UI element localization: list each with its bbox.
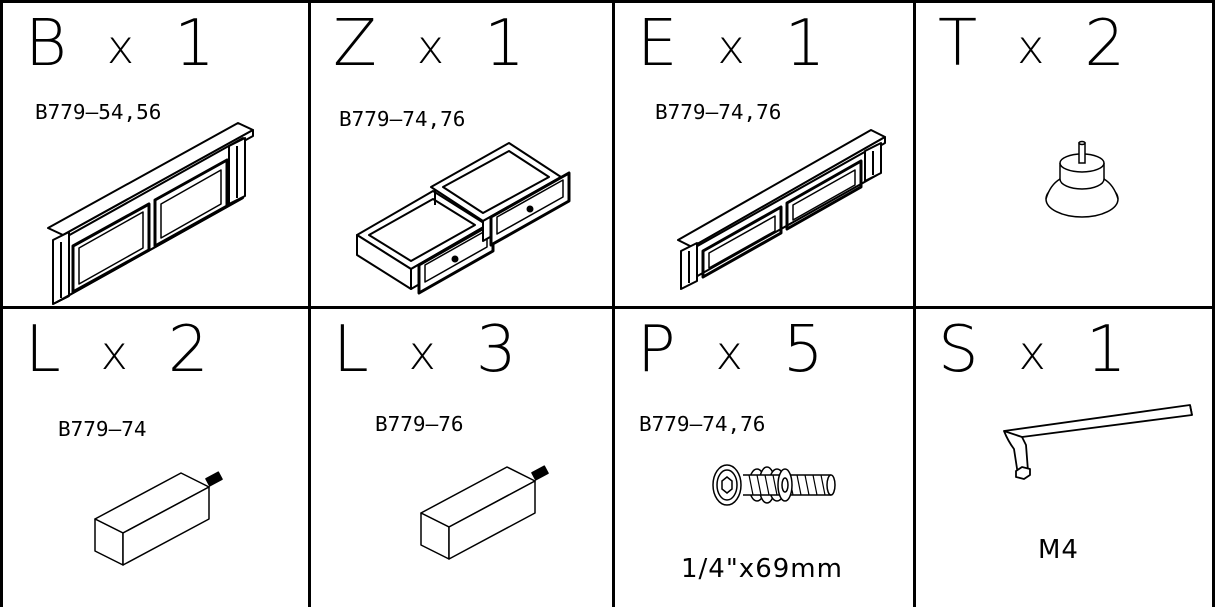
- grid-col-divider-2: [612, 0, 615, 607]
- part-code: B779–54,56: [35, 100, 162, 124]
- glide-foot-icon: [1032, 137, 1132, 237]
- grid-col-divider-1: [308, 0, 311, 607]
- grid-border-left: [0, 0, 3, 607]
- part-letter: P: [637, 313, 676, 387]
- leg-block-icon: [91, 469, 231, 579]
- part-letter: B: [25, 7, 67, 81]
- part-quantity: 2: [1084, 7, 1126, 81]
- part-code: B779–74: [58, 417, 147, 441]
- part-size: M4: [1038, 535, 1079, 565]
- part-multiplier: x: [106, 20, 135, 74]
- part-code: B779–74,76: [655, 100, 782, 124]
- part-letter: T: [938, 7, 978, 81]
- bolt-washer-icon: [709, 461, 839, 511]
- part-quantity: 3: [475, 313, 517, 387]
- part-multiplier: x: [408, 326, 436, 380]
- part-multiplier: x: [1018, 326, 1046, 380]
- grid-border-right: [1212, 0, 1215, 607]
- part-letter: L: [333, 313, 369, 387]
- grid-row-divider: [0, 306, 1215, 309]
- drawer-pair-icon: [347, 135, 587, 295]
- part-multiplier: x: [1017, 20, 1045, 74]
- part-code: B779–76: [375, 412, 464, 436]
- allen-wrench-icon: [996, 401, 1196, 481]
- part-letter: Z: [333, 7, 377, 81]
- part-quantity: 1: [1085, 313, 1127, 387]
- part-size: 1/4"x69mm: [681, 554, 843, 584]
- part-quantity: 1: [784, 7, 826, 81]
- part-multiplier: x: [717, 20, 745, 74]
- grid-col-divider-3: [913, 0, 916, 607]
- part-code: B779–74,76: [639, 412, 766, 436]
- part-quantity: 5: [782, 313, 824, 387]
- part-letter: E: [637, 7, 678, 81]
- part-quantity: 1: [174, 7, 215, 81]
- footboard-panel-icon: [673, 125, 903, 295]
- part-multiplier: x: [715, 326, 743, 380]
- part-letter: S: [938, 313, 979, 387]
- part-code: B779–74,76: [339, 107, 466, 131]
- part-quantity: 1: [484, 7, 525, 81]
- part-multiplier: x: [416, 20, 445, 74]
- headboard-panel-icon: [43, 118, 273, 308]
- part-quantity: 2: [167, 313, 209, 387]
- leg-block-icon: [417, 463, 557, 573]
- part-multiplier: x: [100, 326, 128, 380]
- grid-border-top: [0, 0, 1215, 3]
- part-letter: L: [25, 313, 61, 387]
